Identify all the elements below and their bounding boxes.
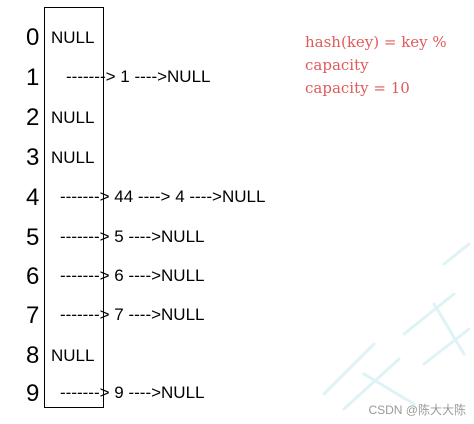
bucket-row-6: 6 -------> 6 ---->NULL — [0, 257, 474, 297]
bucket-index: 2 — [26, 104, 40, 131]
bucket-row-8: 8 NULL — [0, 336, 474, 376]
bucket-row-7: 7 -------> 7 ---->NULL — [0, 296, 474, 336]
bucket-null-label: NULL — [51, 108, 95, 127]
background-watermark-strokes — [322, 242, 471, 411]
formula-line: capacity — [305, 56, 369, 74]
bucket-index: 6 — [26, 263, 40, 290]
bucket-index: 9 — [26, 380, 40, 407]
bucket-index: 7 — [26, 302, 40, 329]
bucket-index: 5 — [26, 224, 40, 251]
bucket-row-3: 3 NULL — [0, 138, 474, 178]
bucket-null-label: NULL — [51, 148, 95, 167]
formula-line: hash(key) = key % — [305, 33, 447, 51]
bucket-index: 3 — [26, 144, 40, 171]
hash-formula: hash(key) = key % capacity capacity = 10 — [305, 31, 447, 100]
bucket-index: 1 — [26, 64, 40, 91]
bucket-null-label: NULL — [51, 346, 95, 365]
bucket-chain: -------> 44 ----> 4 ---->NULL — [60, 187, 266, 206]
bucket-index: 8 — [26, 342, 40, 369]
bucket-chain: -------> 7 ---->NULL — [60, 305, 205, 324]
bucket-row-0: 0 NULL — [0, 18, 474, 58]
bucket-row-9: 9 -------> 9 ---->NULL — [0, 374, 474, 414]
csdn-watermark: CSDN @陈大大陈 — [368, 403, 466, 417]
bucket-index: 0 — [26, 24, 40, 51]
bucket-index: 4 — [26, 184, 40, 211]
bucket-array-box — [44, 7, 104, 408]
bucket-chain: -------> 5 ---->NULL — [60, 227, 205, 246]
formula-line: capacity = 10 — [305, 79, 410, 97]
bucket-row-5: 5 -------> 5 ---->NULL — [0, 218, 474, 258]
bucket-row-4: 4 -------> 44 ----> 4 ---->NULL — [0, 178, 474, 218]
bucket-chain: -------> 1 ---->NULL — [66, 67, 211, 86]
bucket-row-2: 2 NULL — [0, 98, 474, 138]
bucket-row-1: 1 -------> 1 ---->NULL — [0, 58, 474, 98]
bucket-null-label: NULL — [51, 28, 95, 47]
bucket-chain: -------> 6 ---->NULL — [60, 266, 205, 285]
bucket-chain: -------> 9 ---->NULL — [60, 383, 205, 402]
